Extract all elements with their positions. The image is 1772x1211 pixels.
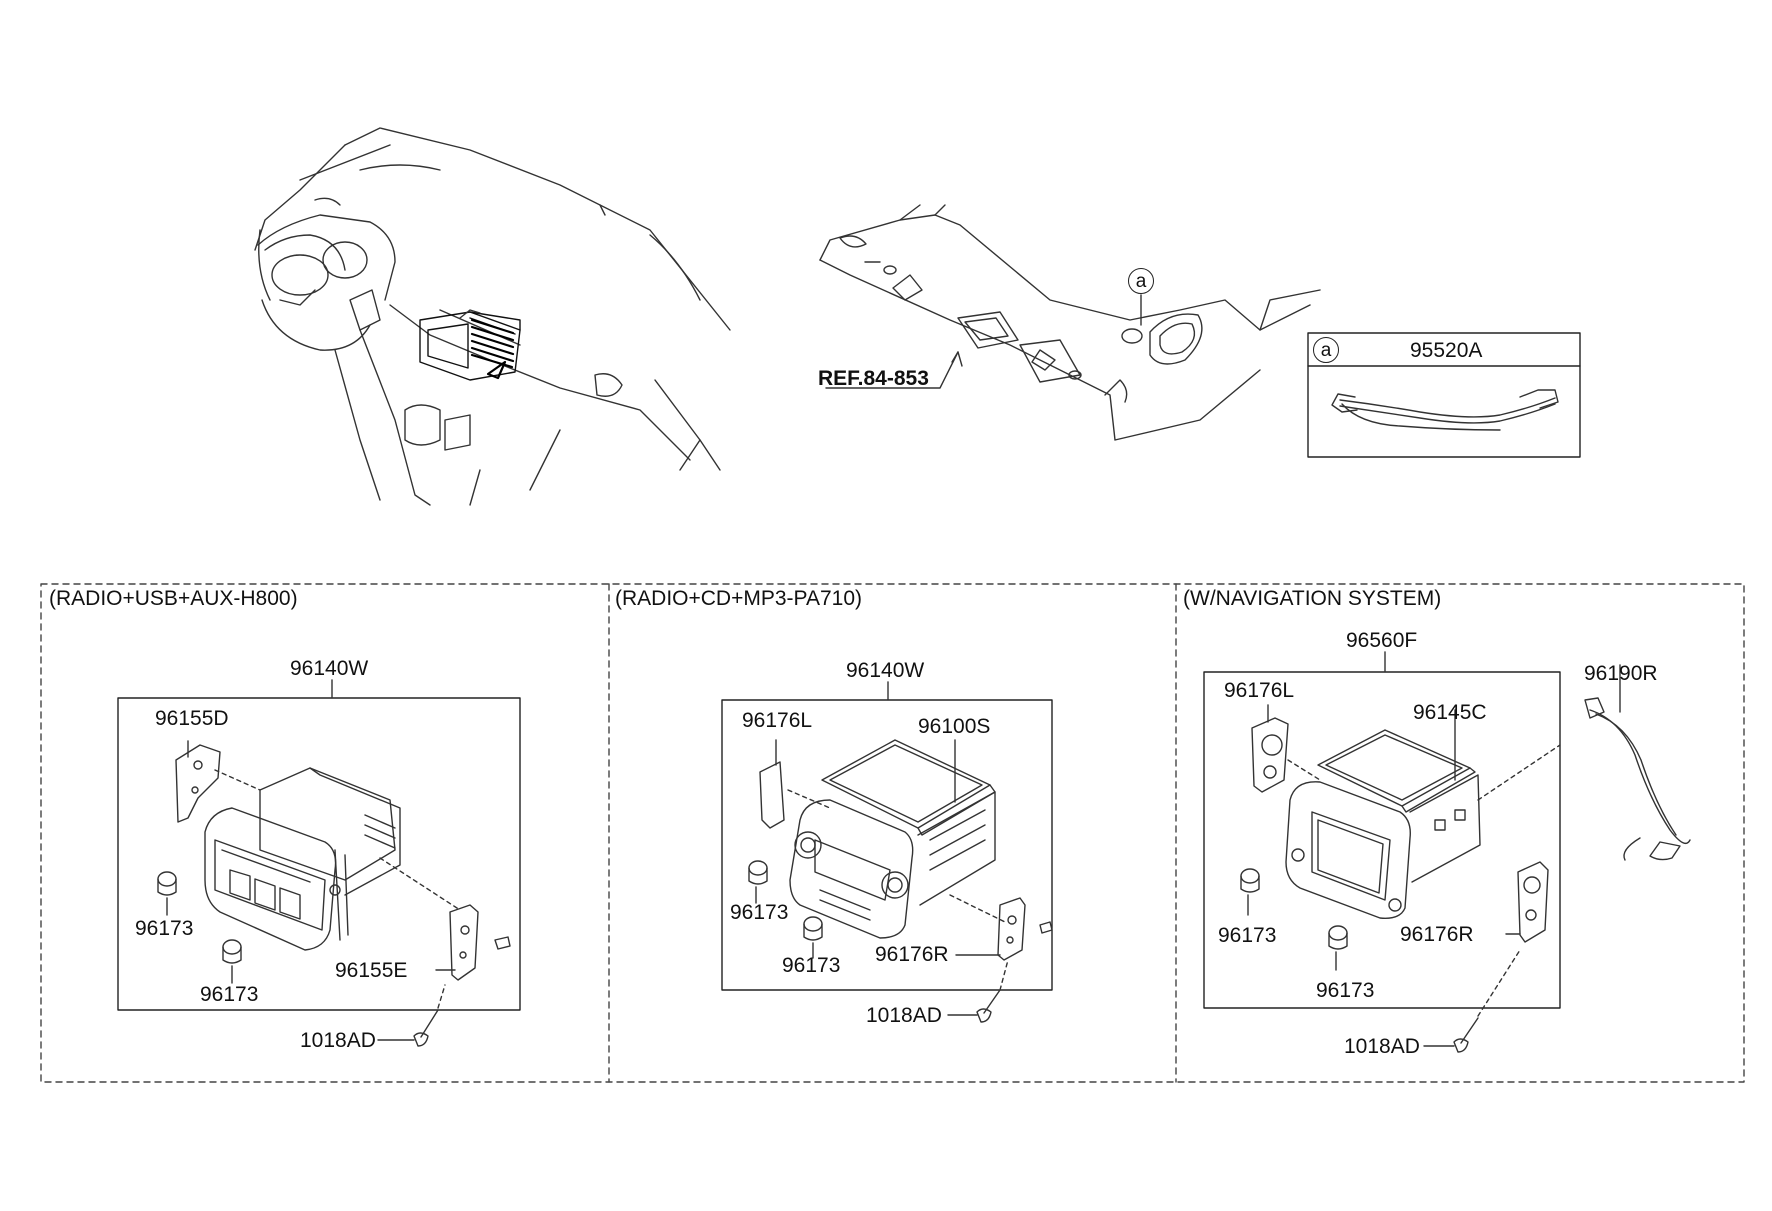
panel-3-screw-part: 1018AD [1344,1035,1420,1058]
panel-2-bracket-left-part: 96176L [742,709,813,732]
panel-2-cover-part: 96100S [918,715,991,738]
panel-3-bracket-right-part: 96176R [1400,923,1474,946]
reference-label: REF.84-853 [818,367,929,390]
panel-3-drawing [1203,651,1691,1053]
headliner-illustration [819,204,1321,441]
panel-3-cable-part: 96190R [1584,662,1658,685]
panel-2-bracket-right-part: 96176R [875,943,949,966]
inset-part-number: 95520A [1410,339,1483,362]
panels-frame [40,583,1745,1083]
panel-1-knob-b-part: 96173 [200,983,259,1006]
callout-a-marker: a [1128,268,1154,294]
panel-1-screw-part: 1018AD [300,1029,376,1052]
panel-3-knob-a-part: 96173 [1218,924,1277,947]
inset-box [1307,332,1581,458]
panel-3-cover-part: 96145C [1413,701,1487,724]
panel-3-bracket-left-part: 96176L [1224,679,1295,702]
panel-1-unit-part: 96140W [290,657,369,680]
panel-2-title: (RADIO+CD+MP3-PA710) [615,587,863,610]
panel-2-screw-part: 1018AD [866,1004,942,1027]
panel-2-drawing [721,681,1053,1023]
panel-3-knob-b-part: 96173 [1316,979,1375,1002]
panel-2-knob-b-part: 96173 [782,954,841,977]
dashboard-illustration [254,127,731,506]
panel-3-title: (W/NAVIGATION SYSTEM) [1183,587,1442,610]
panel-2-knob-a-part: 96173 [730,901,789,924]
inset-letter-marker: a [1313,337,1339,363]
panel-2-unit-part: 96140W [846,659,925,682]
panel-1-bracket-left-part: 96155D [155,707,229,730]
panel-1-title: (RADIO+USB+AUX-H800) [49,587,298,610]
panel-1-knob-a-part: 96173 [135,917,194,940]
panel-3-unit-part: 96560F [1346,629,1418,652]
panel-1-bracket-right-part: 96155E [335,959,408,982]
panel-1-drawing [117,679,521,1047]
